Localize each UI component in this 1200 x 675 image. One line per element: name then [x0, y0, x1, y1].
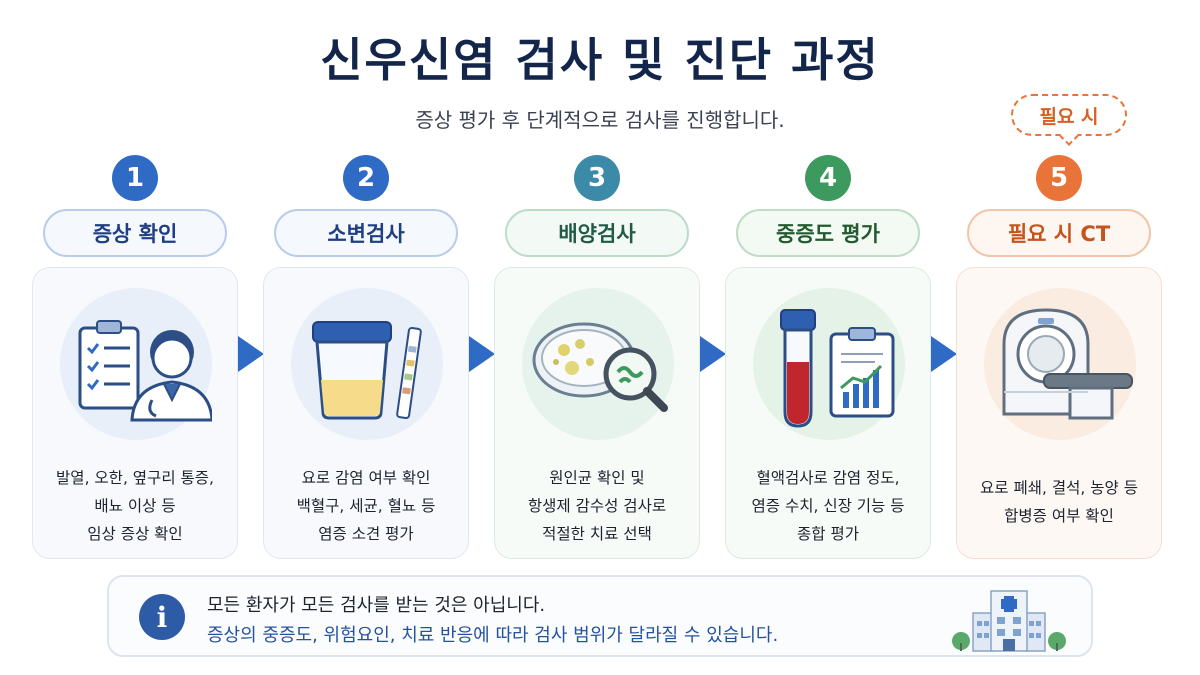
step-title: 배양검사 [505, 209, 689, 257]
ct-scanner-icon [984, 288, 1136, 440]
info-text-secondary: 증상의 중증도, 위험요인, 치료 반응에 따라 검사 범위가 달라질 수 있습… [207, 625, 779, 646]
step-title: 중증도 평가 [736, 209, 920, 257]
step-arrow [238, 336, 264, 372]
urine-cup-test-strip-icon [291, 288, 443, 440]
step-4: 4 중증도 평가 혈액검사로 감염 정도, 염증 수치, 신장 기능 등 종합 [725, 155, 931, 559]
step-description: 혈액검사로 감염 정도, 염증 수치, 신장 기능 등 종합 평가 [751, 469, 905, 543]
step-number: 4 [805, 155, 851, 201]
optional-step-tag: 필요 시 [1011, 94, 1127, 136]
step-arrow [700, 336, 726, 372]
petri-dish-magnifier-icon [522, 288, 674, 440]
step-number: 1 [112, 155, 158, 201]
page-title: 신우신염 검사 및 진단 과정 [320, 33, 880, 87]
info-text-primary: 모든 환자가 모든 검사를 받는 것은 아닙니다. [207, 595, 546, 616]
page-subtitle: 증상 평가 후 단계적으로 검사를 진행합니다. [415, 108, 785, 132]
step-description: 요로 감염 여부 확인 백혈구, 세균, 혈뇨 등 염증 소견 평가 [296, 469, 436, 543]
step-number: 5 [1036, 155, 1082, 201]
step-card: 발열, 오한, 옆구리 통증, 배뇨 이상 등 임상 증상 확인 [32, 267, 238, 559]
info-icon: i [139, 594, 185, 640]
step-number: 2 [343, 155, 389, 201]
step-arrow [469, 336, 495, 372]
step-3: 3 배양검사 원인균 확인 및 항생제 감수성 검사로 적절한 치료 선택 [494, 155, 700, 559]
step-card: 원인균 확인 및 항생제 감수성 검사로 적절한 치료 선택 [494, 267, 700, 559]
step-1: 1 증상 확인 발열, 오한, 옆구리 통증, 배뇨 이상 등 [32, 155, 238, 559]
blood-tube-report-icon [753, 288, 905, 440]
hospital-icon [949, 583, 1069, 657]
step-card: 요로 감염 여부 확인 백혈구, 세균, 혈뇨 등 염증 소견 평가 [263, 267, 469, 559]
step-title: 증상 확인 [43, 209, 227, 257]
step-description: 요로 폐쇄, 결석, 농양 등 합병증 여부 확인 [980, 479, 1138, 525]
step-card: 혈액검사로 감염 정도, 염증 수치, 신장 기능 등 종합 평가 [725, 267, 931, 559]
step-title: 필요 시 CT [967, 209, 1151, 257]
info-note: i 모든 환자가 모든 검사를 받는 것은 아닙니다. 증상의 중증도, 위험요… [107, 575, 1093, 657]
step-title: 소변검사 [274, 209, 458, 257]
step-card: 요로 폐쇄, 결석, 농양 등 합병증 여부 확인 [956, 267, 1162, 559]
doctor-clipboard-icon [60, 288, 212, 440]
step-description: 발열, 오한, 옆구리 통증, 배뇨 이상 등 임상 증상 확인 [56, 469, 214, 543]
step-description: 원인균 확인 및 항생제 감수성 검사로 적절한 치료 선택 [527, 469, 667, 543]
step-number: 3 [574, 155, 620, 201]
step-5: 5 필요 시 CT 요로 폐쇄, 결석, 농양 등 합병증 여부 확인 [956, 155, 1162, 559]
step-2: 2 소변검사 요로 감염 여부 확인 백혈구, 세균, 혈뇨 등 염증 소견 평… [263, 155, 469, 559]
step-arrow [931, 336, 957, 372]
